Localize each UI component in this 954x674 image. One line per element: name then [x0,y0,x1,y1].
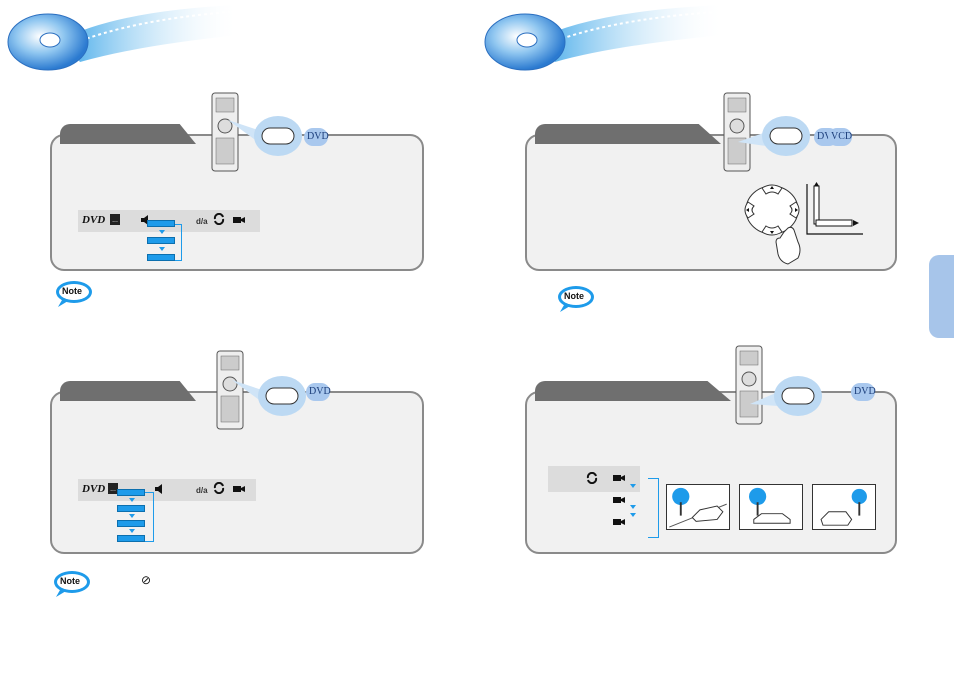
camera-icon [613,475,625,481]
note-label: Note [564,291,584,301]
camera-icon [233,486,245,492]
note-label: Note [62,286,82,296]
down-arrow-icon [129,514,135,518]
zoom-pan-diagram [806,182,863,235]
repeat-icon [213,482,225,494]
option-box-4 [117,535,145,542]
remote-control-icon [211,92,239,172]
right-top-panel [525,134,897,271]
remote-control-icon [216,350,244,430]
angle-image-3 [812,484,876,530]
disc-type-badge-dvd: DVD [306,383,331,401]
button-callout-icon [232,376,306,416]
angle-icon: d/a [196,217,208,225]
camera-icon [613,519,625,525]
disc-type-badge-vcd: VCD [828,128,852,146]
remote-control-icon [735,345,763,425]
note-icon [558,286,594,312]
angle-image-2 [739,484,803,530]
down-arrow-icon [630,505,636,509]
note-icon [56,281,92,307]
left-top-tab [60,124,196,144]
left-top-panel [50,134,424,271]
option-box-1 [117,489,145,496]
prohibited-symbol: ⊘ [141,573,152,587]
disc-type-badge-dvd: DVD [304,128,329,146]
right-top-tab [535,124,721,144]
left-bottom-tab [60,381,196,401]
option-box-2 [117,505,145,512]
option-box-3 [117,520,145,527]
down-arrow-icon [159,247,165,251]
angle-image-1 [666,484,730,530]
osd-title-icon: ... [108,483,118,494]
down-arrow-icon [129,529,135,533]
note-label: Note [60,576,80,586]
cycle-bracket [145,492,154,542]
repeat-icon [586,472,598,484]
down-arrow-icon [159,230,165,234]
option-box-2 [147,237,175,244]
osd-dvd-logo: DVD [82,214,106,226]
button-callout-icon [228,116,302,156]
osd-dvd-logo: DVD [82,483,106,495]
osd-title-icon: ... [110,214,120,225]
direction-pad-icon [744,184,801,265]
disc-type-badge-dvd: DVD [851,383,876,401]
audio-icon [155,484,162,494]
right-bottom-tab [535,381,731,401]
header-disc-graphic-right [484,5,725,71]
remote-control-icon [723,92,751,172]
option-box-3 [147,254,175,261]
cycle-bracket [175,224,182,261]
header-disc-graphic-left [7,5,240,71]
note-icon [54,571,90,597]
option-box-1 [147,220,175,227]
chapter-side-tab [929,255,954,338]
down-arrow-icon [129,498,135,502]
audio-icon [141,215,148,225]
button-callout-icon [750,376,822,416]
camera-icon [613,497,625,503]
camera-icon [233,217,245,223]
button-callout-icon [738,116,810,156]
cycle-bracket [648,478,659,538]
down-arrow-icon [630,484,636,488]
repeat-icon [213,213,225,225]
svg-text:d/a: d/a [196,217,208,225]
svg-text:d/a: d/a [196,486,208,494]
down-arrow-icon [630,513,636,517]
angle-icon: d/a [196,486,208,494]
